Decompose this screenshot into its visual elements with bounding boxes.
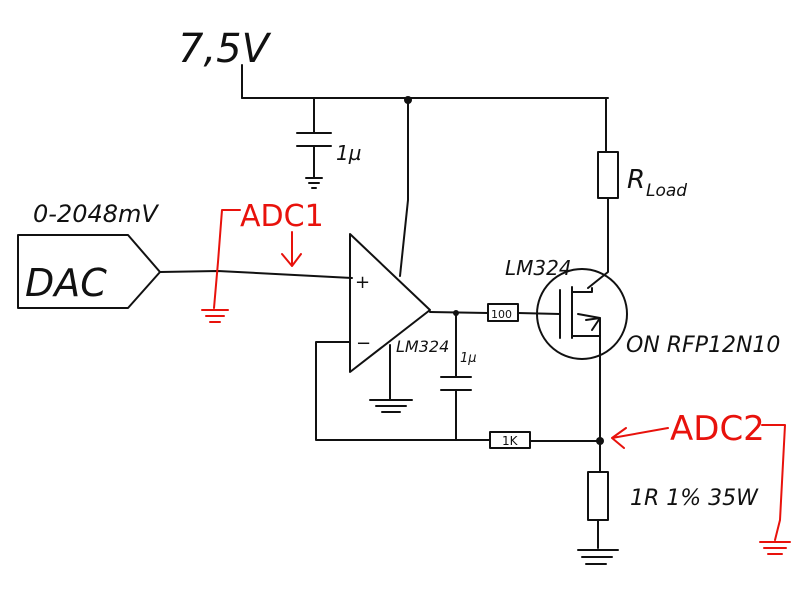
opamp-minus-sign: − <box>356 333 371 354</box>
ground-symbol-adc2 <box>759 541 791 555</box>
sense-resistor-label: 1R 1% 35W <box>630 486 759 511</box>
dac-range-label: 0-2048mV <box>33 200 159 228</box>
ground-symbol-opamp <box>369 399 413 413</box>
load-to-drain-wire <box>587 197 609 289</box>
mosfet-drive-label: LM324 <box>505 256 572 280</box>
load-resistor <box>597 151 619 199</box>
load-label: R <box>627 165 645 195</box>
adc2-arrow <box>611 427 669 449</box>
ground-symbol-cap-top <box>305 177 323 189</box>
adc1-lead-wire <box>213 209 241 309</box>
mosfet-symbol <box>536 268 628 360</box>
opamp-output-wire <box>429 311 489 314</box>
ground-symbol-adc1 <box>201 309 229 323</box>
opamp-symbol <box>349 233 431 373</box>
mosfet-label: ON RFP12N10 <box>626 333 780 358</box>
cap-top-label: 1µ <box>336 141 361 165</box>
load-subscript: Load <box>646 181 687 201</box>
ground-symbol-sense <box>577 549 619 565</box>
adc1-label: ADC1 <box>240 199 324 234</box>
gate-wire <box>517 312 561 315</box>
gate-resistor-label: 100 <box>491 308 512 321</box>
feedback-resistor-label: 1K <box>502 434 519 448</box>
opamp-supply-wire <box>399 99 409 277</box>
dac-output-wire <box>159 270 353 279</box>
feedback-wire <box>315 341 491 441</box>
decoupling-capacitor-top <box>296 97 332 189</box>
supply-label: 7,5V <box>178 26 272 72</box>
sense-resistor <box>587 471 609 521</box>
dac-label: DAC <box>25 261 107 305</box>
compensation-capacitor <box>440 312 472 441</box>
cap-mid-label: 1µ <box>460 351 477 366</box>
adc2-label: ADC2 <box>670 409 765 449</box>
adc1-arrow <box>281 231 302 267</box>
adc2-lead-wire <box>761 424 786 541</box>
opamp-label: LM324 <box>396 337 449 356</box>
dac-block <box>17 234 161 309</box>
opamp-plus-sign: + <box>355 272 370 293</box>
